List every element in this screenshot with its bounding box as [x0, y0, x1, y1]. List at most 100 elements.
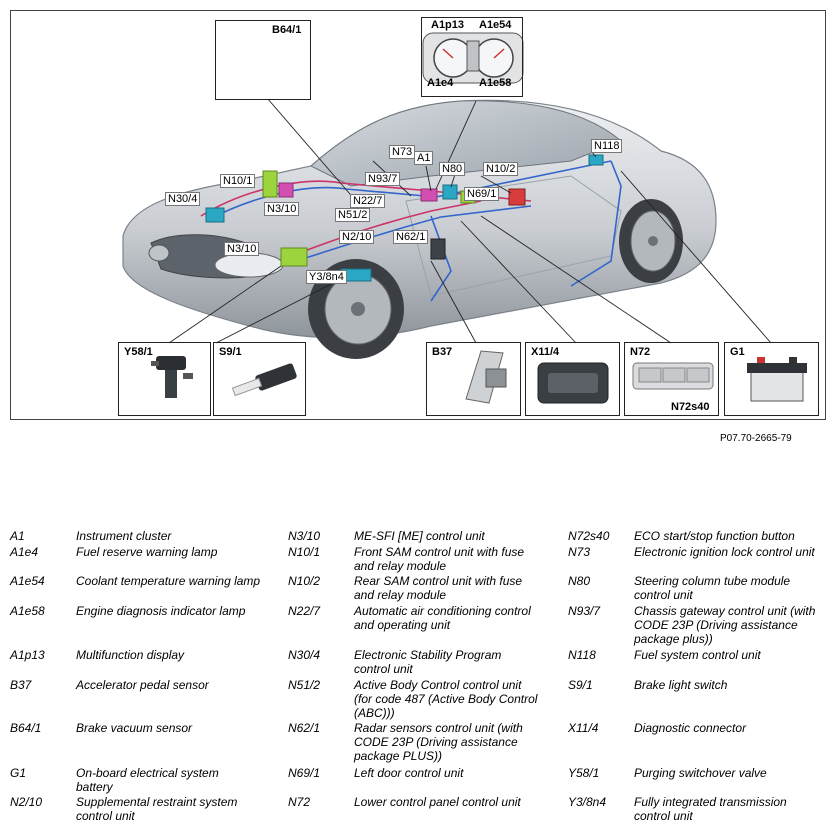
legend-code: N2/10: [10, 795, 43, 809]
legend-code: N62/1: [288, 721, 321, 735]
caption-n72: N72: [630, 346, 651, 358]
box-s9-1: S9/1: [213, 342, 306, 416]
legend-desc: Radar sensors control unit (with CODE 23…: [354, 721, 523, 763]
legend-desc: Automatic air conditioning control and o…: [354, 604, 531, 632]
legend-code: S9/1: [568, 678, 593, 692]
callout-n62-1: N62/1: [393, 230, 429, 244]
figure-reference-code: P07.70-2665-79: [720, 433, 792, 444]
legend-desc: On-board electrical system battery: [76, 766, 219, 794]
legend-code: N93/7: [568, 604, 601, 618]
legend-code: N69/1: [288, 766, 321, 780]
box-instrument-cluster: [421, 17, 523, 97]
legend-desc: Diagnostic connector: [634, 721, 747, 735]
legend-code: A1e54: [10, 574, 45, 588]
lower-control-panel-sketch: [632, 362, 714, 390]
callout-n3-10-bottom: N3/10: [224, 242, 260, 256]
legend-code: N10/1: [288, 545, 321, 559]
box-g1: G1: [724, 342, 819, 416]
caption-g1: G1: [730, 346, 745, 358]
callout-n118: N118: [591, 139, 623, 153]
callout-n69-1: N69/1: [464, 187, 500, 201]
legend-code: B37: [10, 678, 32, 692]
legend-code: N73: [568, 545, 591, 559]
legend-desc: Electronic ignition lock control unit: [634, 545, 815, 559]
legend-code: N72: [288, 795, 311, 809]
legend-code: A1e58: [10, 604, 45, 618]
legend-code: G1: [10, 766, 27, 780]
legend-desc: Purging switchover valve: [634, 766, 767, 780]
caption-b64-1: B64/1: [272, 24, 302, 36]
legend-desc: Left door control unit: [354, 766, 464, 780]
caption-y58-1: Y58/1: [124, 346, 153, 358]
legend-code: N72s40: [568, 529, 610, 543]
legend-desc: ME-SFI [ME] control unit: [354, 529, 485, 543]
callout-n73: N73: [389, 145, 416, 159]
label-a1e4: A1e4: [427, 77, 454, 89]
legend-code: B64/1: [10, 721, 42, 735]
legend-code: N22/7: [288, 604, 321, 618]
legend-desc: Instrument cluster: [76, 529, 172, 543]
caption-x11-4: X11/4: [531, 346, 560, 358]
legend-desc: Front SAM control unit with fuse and rel…: [354, 545, 525, 573]
legend-desc: Steering column tube module control unit: [634, 574, 791, 602]
callout-y3-8n4: Y3/8n4: [306, 270, 347, 284]
callout-n3-10-top: N3/10: [264, 202, 300, 216]
callout-n51-2: N51/2: [335, 208, 371, 222]
legend-code: N30/4: [288, 648, 321, 662]
instrument-cluster-sketch: [422, 32, 524, 84]
callout-a1: A1: [414, 151, 434, 165]
legend-desc: Supplemental restraint system control un…: [76, 795, 238, 823]
legend-code: Y58/1: [568, 766, 600, 780]
caption-b37: B37: [432, 346, 453, 358]
legend-code: A1: [10, 529, 25, 543]
legend-desc: Fuel reserve warning lamp: [76, 545, 218, 559]
box-b64-1: B64/1: [215, 20, 311, 100]
legend-desc: Engine diagnosis indicator lamp: [76, 604, 246, 618]
legend-desc: Lower control panel control unit: [354, 795, 521, 809]
brake-light-switch-sketch: [231, 363, 297, 397]
legend-code: N10/2: [288, 574, 321, 588]
diagnostic-connector-sketch: [537, 362, 609, 404]
legend-desc: Chassis gateway control unit (with CODE …: [634, 604, 816, 646]
callout-n10-1: N10/1: [220, 174, 256, 188]
legend-desc: Brake light switch: [634, 678, 728, 692]
callout-n30-4: N30/4: [165, 192, 201, 206]
legend-code: A1p13: [10, 648, 45, 662]
rear-wheel: [619, 199, 683, 283]
legend-code: N80: [568, 574, 591, 588]
vehicle-illustration: [122, 30, 807, 404]
box-y58-1: Y58/1: [118, 342, 211, 416]
vehicle-component-diagram: B64/1 Y58/1 S9/1 B37 X11/4 N72 N72s40 G1…: [10, 10, 826, 420]
legend-desc: ECO start/stop function button: [634, 529, 795, 543]
caption-s9-1: S9/1: [219, 346, 242, 358]
legend-desc: Multifunction display: [76, 648, 185, 662]
legend-desc: Fully integrated transmission control un…: [634, 795, 787, 823]
box-x11-4: X11/4: [525, 342, 620, 416]
label-a1e58: A1e58: [479, 77, 512, 89]
legend-code: Y3/8n4: [568, 795, 607, 809]
legend-code: A1e4: [10, 545, 39, 559]
leader-lines: [168, 90, 772, 344]
legend-code: N3/10: [288, 529, 321, 543]
label-a1e54: A1e54: [479, 19, 512, 31]
legend-code: X11/4: [568, 721, 599, 735]
legend-desc: Active Body Control control unit (for co…: [354, 678, 538, 720]
legend-desc: Fuel system control unit: [634, 648, 761, 662]
legend-desc: Accelerator pedal sensor: [76, 678, 209, 692]
legend-desc: Electronic Stability Program control uni…: [354, 648, 502, 676]
callout-n22-7: N22/7: [350, 194, 386, 208]
battery-sketch: [747, 357, 807, 402]
callout-n80: N80: [439, 162, 466, 176]
box-n72: N72 N72s40: [624, 342, 719, 416]
legend-desc: Coolant temperature warning lamp: [76, 574, 261, 588]
legend-desc: Rear SAM control unit with fuse and rela…: [354, 574, 523, 602]
box-b37: B37: [426, 342, 521, 416]
callout-n93-7: N93/7: [365, 172, 401, 186]
legend-desc: Brake vacuum sensor: [76, 721, 193, 735]
caption-n72s40: N72s40: [671, 401, 710, 413]
callout-n10-2: N10/2: [483, 162, 519, 176]
purging-valve-sketch: [151, 356, 193, 398]
legend-code: N118: [568, 648, 596, 662]
legend-code: N51/2: [288, 678, 321, 692]
label-a1p13: A1p13: [431, 19, 465, 31]
